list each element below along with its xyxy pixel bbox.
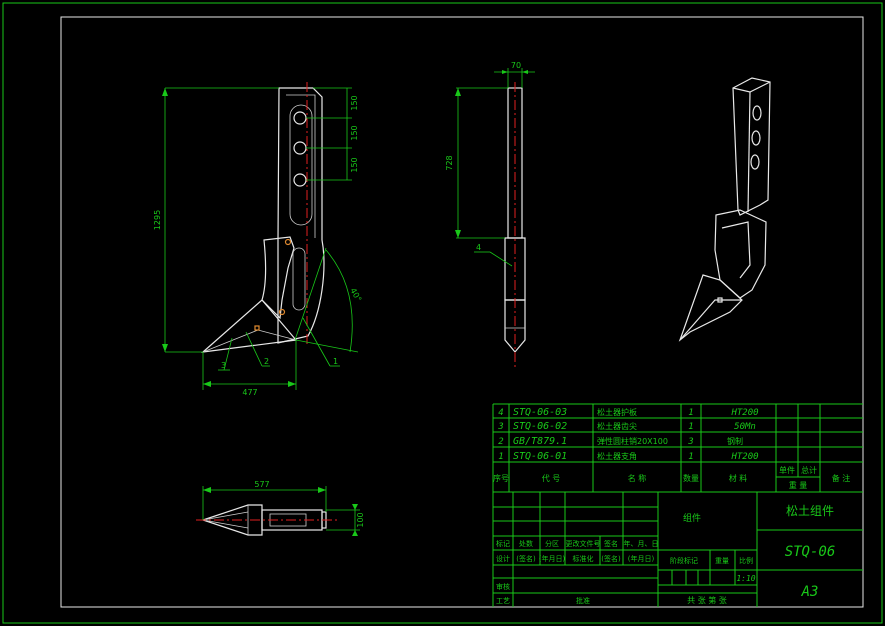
iso-hole-3 [750,154,760,170]
shank-outline [277,87,325,344]
part-code: STQ-06-02 [513,421,567,432]
label-mark: 标记 [496,539,510,548]
side-view: 70 728 4 [445,61,535,370]
label-stage: 阶段标记 [670,556,698,565]
top-dim-side: 100 [356,512,365,527]
label-design-sign: (签名) [516,554,536,563]
front-view: 1295 477 150 150 150 40° 1 2 3 [153,82,363,397]
pin-2 [278,308,286,316]
part-no: 2 [498,437,503,447]
label-change-doc: 更改文件号 [566,539,601,548]
tooth-pin [254,325,260,331]
assembly-label: 组件 [683,512,701,524]
part-name: 松土器齿尖 [597,421,637,431]
part-no: 3 [497,422,503,432]
hole-slot [289,104,313,226]
iso-hole-2 [751,130,761,146]
hole-1 [293,111,307,125]
header-qty: 数量 [683,473,699,483]
label-design: 设计 [496,554,510,563]
shank-inner-line [286,94,316,238]
dim-width: 477 [242,388,257,397]
label-std-date: (年月日) [628,554,655,563]
part-material: HT200 [730,452,758,462]
part-no: 1 [498,452,503,462]
dim-hole-2: 150 [350,125,359,140]
top-dim-length: 577 [254,480,269,489]
part-material: HT200 [730,408,758,418]
leader-3: 3 [221,361,226,370]
label-process: 工艺 [496,597,510,605]
iso-guard [714,209,767,299]
label-date: 年、月、日 [624,539,659,548]
hole-2 [293,141,307,155]
parts-list [492,403,863,493]
parts-row-3: 3 STQ-06-02 松土器齿尖 1 50Mn [497,421,756,432]
header-code: 代 号 [542,473,561,483]
hole-3 [293,173,307,187]
label-std-sign: (签名) [601,554,621,563]
dim-hole-1: 150 [350,95,359,110]
part-name: 松土器支角 [597,451,637,461]
part-code: STQ-06-03 [513,407,567,418]
drawing-number: STQ-06 [785,544,836,560]
label-design-date: (年月日) [539,554,566,563]
header-unit-weight: 单件 [779,465,795,475]
pin-1 [284,238,292,246]
isometric-view [678,77,771,342]
label-standard: 标准化 [573,554,594,563]
dim-hole-3: 150 [350,157,359,172]
label-review: 审核 [496,582,510,591]
side-dim-height: 728 [445,155,454,170]
leader-4: 4 [476,243,481,252]
part-qty: 3 [687,437,693,447]
leader-2: 2 [264,357,269,366]
tooth-ridge [202,329,297,353]
part-code: STQ-06-01 [513,451,567,462]
side-tooth [504,299,526,353]
top-view: 577 100 [196,480,365,536]
label-count: 处数 [519,539,533,548]
part-qty: 1 [688,452,693,462]
parts-header: 序号 代 号 名 称 数量 材 料 单件 总计 重 量 备 注 [493,465,850,490]
dim-height: 1295 [153,210,162,230]
part-qty: 1 [688,408,693,418]
iso-hole-1 [752,105,762,121]
header-total-weight: 总计 [801,465,817,475]
drawing-name: 松土组件 [786,504,834,518]
inner-frame [60,16,864,608]
scale-value: 1:10 [736,574,755,583]
header-no: 序号 [493,473,509,483]
header-material: 材 料 [729,473,748,483]
parts-row-1: 1 STQ-06-01 松土器支角 1 HT200 [498,451,758,462]
label-zone: 分区 [545,539,559,548]
guard-plate [261,236,295,320]
header-weight: 重 量 [789,480,808,490]
part-no: 4 [498,408,503,418]
header-remark: 备 注 [832,473,851,483]
part-name: 弹性圆柱销20X100 [597,436,668,446]
lower-slot [292,247,306,311]
parts-row-2: 2 GB/T879.1 弹性圆柱销20X100 3 钢制 [498,436,743,447]
label-weight: 重量 [715,557,729,565]
parts-row-4: 4 STQ-06-03 松土器护板 1 HT200 [498,407,758,418]
label-approve: 批准 [576,596,590,605]
tooth-tip [201,299,298,353]
label-scale: 比例 [739,556,753,565]
sheet-size: A3 [801,584,819,600]
part-code: GB/T879.1 [513,436,567,447]
header-name: 名 称 [628,473,647,483]
part-material: 钢制 [727,436,743,446]
label-sign: 签名 [604,539,618,548]
sheet-count: 共 张 第 张 [687,595,727,605]
part-qty: 1 [688,422,693,432]
iso-shank [732,77,771,216]
leader-1: 1 [333,357,338,366]
title-block: 标记 处数 分区 更改文件号 签名 年、月、日 设计 (签名) (年月日) 标准… [492,492,863,607]
part-material: 50Mn [734,422,756,432]
part-name: 松土器护板 [597,407,637,417]
side-dim-width: 70 [511,61,521,70]
